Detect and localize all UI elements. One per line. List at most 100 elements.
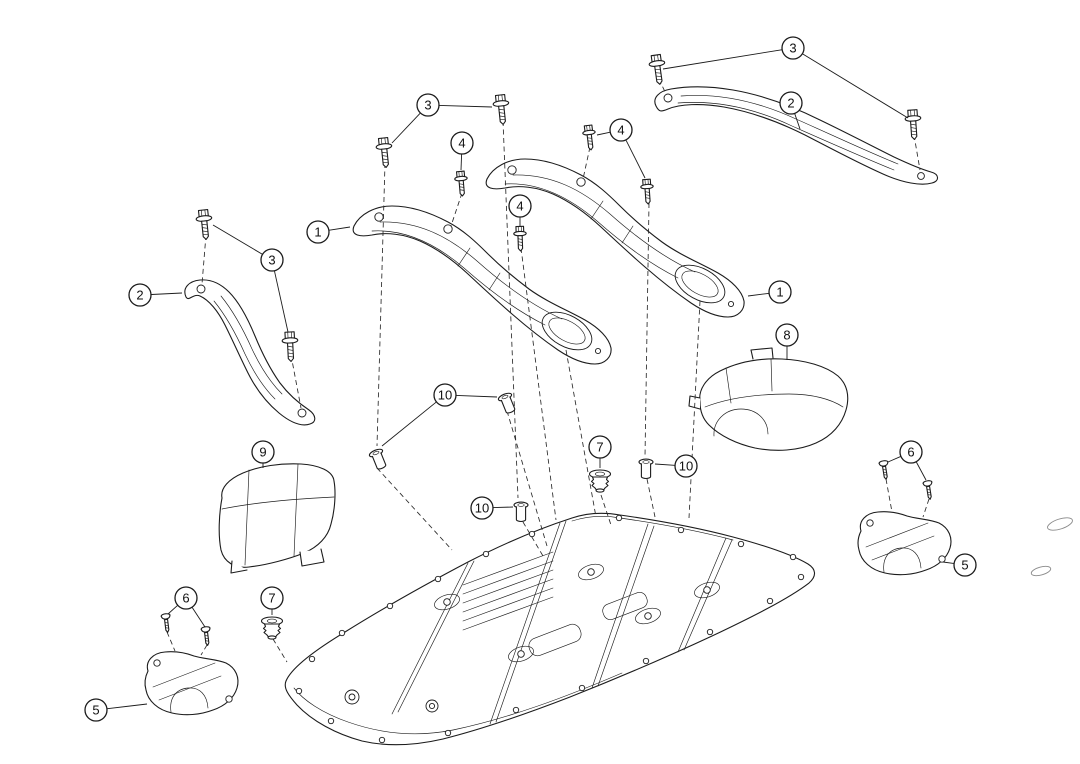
callout-leader-line: [654, 463, 675, 466]
callout-leader-line: [887, 456, 901, 463]
callout-7[interactable]: 7: [260, 586, 284, 615]
callout-number: 6: [907, 445, 914, 460]
callout-leader-line: [456, 394, 498, 398]
cover-left: [218, 463, 336, 574]
callout-10[interactable]: 10: [381, 383, 498, 447]
callout-number: 1: [776, 285, 783, 300]
small-bolt: [512, 225, 528, 252]
callout-4[interactable]: 4: [596, 118, 646, 179]
callout-number: 4: [458, 136, 465, 151]
callout-number: 5: [92, 703, 99, 718]
callout-number: 3: [789, 41, 796, 56]
callout-bubble[interactable]: [779, 91, 803, 115]
callout-bubble[interactable]: [416, 93, 440, 117]
callout-bubble[interactable]: [450, 131, 474, 155]
callout-6[interactable]: 6: [887, 440, 927, 481]
callout-bubble[interactable]: [674, 454, 698, 478]
callout-leader-line: [596, 131, 610, 136]
callout-bubble[interactable]: [306, 220, 330, 244]
callout-5[interactable]: 5: [942, 553, 977, 577]
callout-1[interactable]: 1: [306, 220, 351, 244]
callout-3[interactable]: 3: [391, 93, 493, 144]
callout-bubble[interactable]: [775, 323, 799, 347]
underbody-panel: [284, 512, 816, 746]
callout-bubble[interactable]: [609, 118, 633, 142]
callout-number: 7: [596, 440, 603, 455]
callout-3[interactable]: 3: [212, 224, 289, 333]
oval-pads: [1030, 517, 1073, 577]
callout-4[interactable]: 4: [508, 194, 532, 227]
callout-number: 9: [259, 445, 266, 460]
callout-5[interactable]: 5: [84, 698, 148, 722]
callout-leader-line: [329, 226, 351, 231]
callout-leader-line: [916, 461, 927, 481]
callout-leader-line: [942, 561, 954, 564]
flange-bolt: [374, 136, 395, 169]
callout-number: 6: [182, 591, 189, 606]
callout-leader-line: [493, 506, 514, 509]
heat-shield-cover-right: [688, 347, 849, 451]
callout-9[interactable]: 9: [251, 440, 275, 468]
callout-leader-line: [274, 271, 289, 333]
callout-leader-line: [625, 140, 646, 179]
rivet-spacer: [367, 447, 390, 472]
callout-bubble[interactable]: [433, 383, 457, 407]
callout-leader-line: [107, 703, 148, 710]
callout-1[interactable]: 1: [747, 280, 792, 304]
rivet-spacer: [513, 501, 529, 523]
side-brace-right: [654, 86, 939, 185]
callout-bubble[interactable]: [781, 36, 805, 60]
bracket-right: [857, 511, 952, 576]
callout-10[interactable]: 10: [470, 496, 514, 520]
callout-bubble[interactable]: [260, 586, 284, 610]
callout-bubble[interactable]: [470, 496, 494, 520]
callout-bubble[interactable]: [953, 553, 977, 577]
push-clip: [260, 616, 284, 640]
small-bolt: [639, 178, 655, 205]
bracket-left: [144, 651, 239, 716]
callout-leader-line: [151, 292, 183, 295]
callout-4[interactable]: 4: [450, 131, 474, 171]
callout-7[interactable]: 7: [588, 435, 612, 468]
callout-bubble[interactable]: [84, 698, 108, 722]
callout-bubble[interactable]: [899, 440, 923, 464]
callout-number: 2: [136, 288, 143, 303]
flange-bolt: [904, 108, 923, 141]
callout-number: 4: [516, 199, 523, 214]
callout-6[interactable]: 6: [167, 586, 206, 628]
callout-leader-line: [212, 224, 263, 255]
callout-bubble[interactable]: [508, 194, 532, 218]
callout-bubble[interactable]: [174, 586, 198, 610]
callout-leader-line: [460, 154, 463, 171]
callout-bubble[interactable]: [260, 248, 284, 272]
callout-bubble[interactable]: [251, 440, 275, 464]
small-bolt: [453, 170, 470, 198]
callout-number: 10: [679, 459, 693, 474]
screw: [160, 612, 173, 634]
callout-leader-line: [794, 113, 801, 130]
callout-number: 3: [424, 98, 431, 113]
callout-number: 5: [961, 558, 968, 573]
small-bolt: [581, 124, 598, 152]
rivet-spacer: [638, 458, 654, 480]
callout-3[interactable]: 3: [662, 36, 909, 119]
callout-number: 8: [783, 328, 790, 343]
callout-number: 7: [268, 591, 275, 606]
callout-bubble[interactable]: [128, 283, 152, 307]
flange-bolt: [194, 208, 215, 241]
callout-10[interactable]: 10: [654, 454, 698, 478]
callout-number: 1: [314, 225, 321, 240]
flange-bolt: [647, 53, 669, 86]
callout-2[interactable]: 2: [779, 91, 803, 130]
callout-8[interactable]: 8: [775, 323, 799, 360]
callout-number: 10: [438, 388, 452, 403]
callout-2[interactable]: 2: [128, 283, 183, 307]
callout-leader-line: [391, 112, 421, 144]
callout-bubble[interactable]: [768, 280, 792, 304]
callout-number: 10: [475, 501, 489, 516]
callout-bubble[interactable]: [588, 435, 612, 459]
screw: [200, 625, 213, 647]
callout-leader-line: [439, 104, 493, 108]
